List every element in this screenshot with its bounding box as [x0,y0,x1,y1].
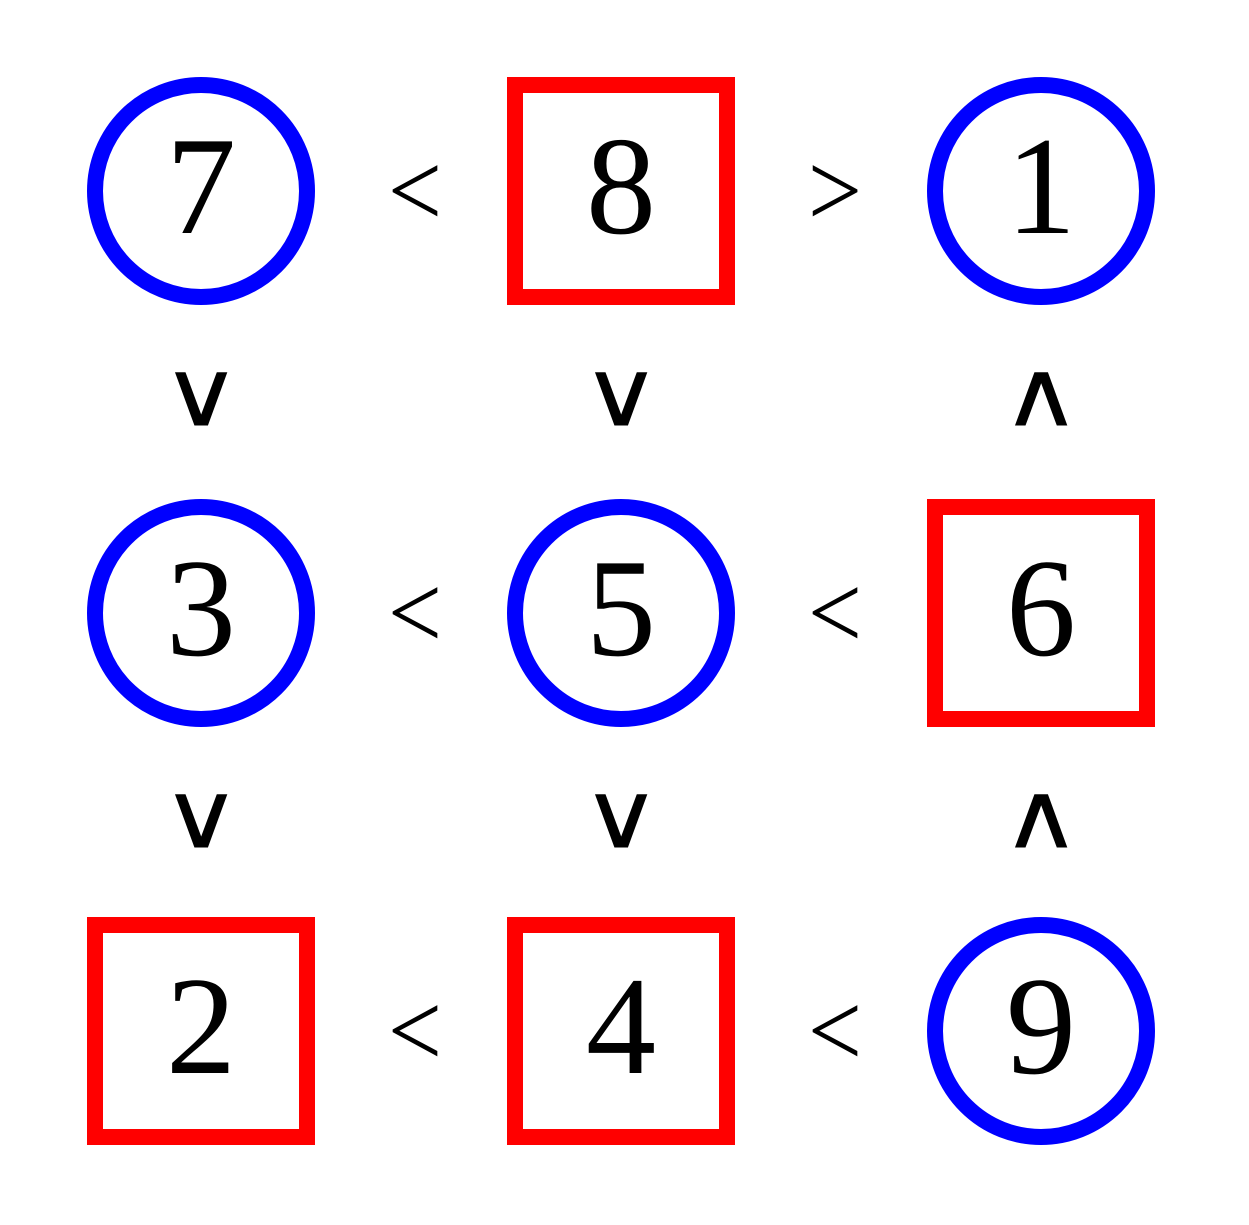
less-than-icon: < [807,553,863,672]
operator-col3-between-row1-row2: ∧ [981,340,1101,450]
chevron-up-icon: ∧ [1000,343,1082,446]
greater-than-icon: > [807,131,863,250]
operator-col2-between-row1-row2: ∨ [561,340,681,450]
cell-value: 9 [1006,949,1076,1104]
operator-col1-between-row2-row3: ∨ [141,762,261,872]
cell-value: 4 [586,949,656,1104]
cell-row3-col3[interactable]: 9 [927,917,1155,1145]
cell-row2-col2[interactable]: 5 [507,499,735,727]
chevron-down-icon: ∨ [580,765,662,868]
cell-value: 6 [1006,531,1076,686]
cell-row2-col3[interactable]: 6 [927,499,1155,727]
cell-row1-col3[interactable]: 1 [927,77,1155,305]
operator-row1-between-col1-col2: < [355,131,475,251]
cell-row1-col1[interactable]: 7 [87,77,315,305]
operator-row3-between-col1-col2: < [355,971,475,1091]
operator-col1-between-row1-row2: ∨ [141,340,261,450]
operator-row2-between-col2-col3: < [775,553,895,673]
cell-value: 5 [586,531,656,686]
less-than-icon: < [387,971,443,1090]
operator-col2-between-row2-row3: ∨ [561,762,681,872]
operator-row3-between-col2-col3: < [775,971,895,1091]
chevron-down-icon: ∨ [160,765,242,868]
cell-value: 8 [586,109,656,264]
chevron-down-icon: ∨ [160,343,242,446]
less-than-icon: < [387,131,443,250]
chevron-up-icon: ∧ [1000,765,1082,868]
cell-row1-col2[interactable]: 8 [507,77,735,305]
less-than-icon: < [807,971,863,1090]
operator-row2-between-col1-col2: < [355,553,475,673]
cell-row3-col1[interactable]: 2 [87,917,315,1145]
operator-col3-between-row2-row3: ∧ [981,762,1101,872]
less-than-icon: < [387,553,443,672]
cell-value: 2 [166,949,236,1104]
cell-row2-col1[interactable]: 3 [87,499,315,727]
cell-value: 1 [1006,109,1076,264]
cell-value: 7 [166,109,236,264]
operator-row1-between-col2-col3: > [775,131,895,251]
cell-value: 3 [166,531,236,686]
chevron-down-icon: ∨ [580,343,662,446]
cell-row3-col2[interactable]: 4 [507,917,735,1145]
